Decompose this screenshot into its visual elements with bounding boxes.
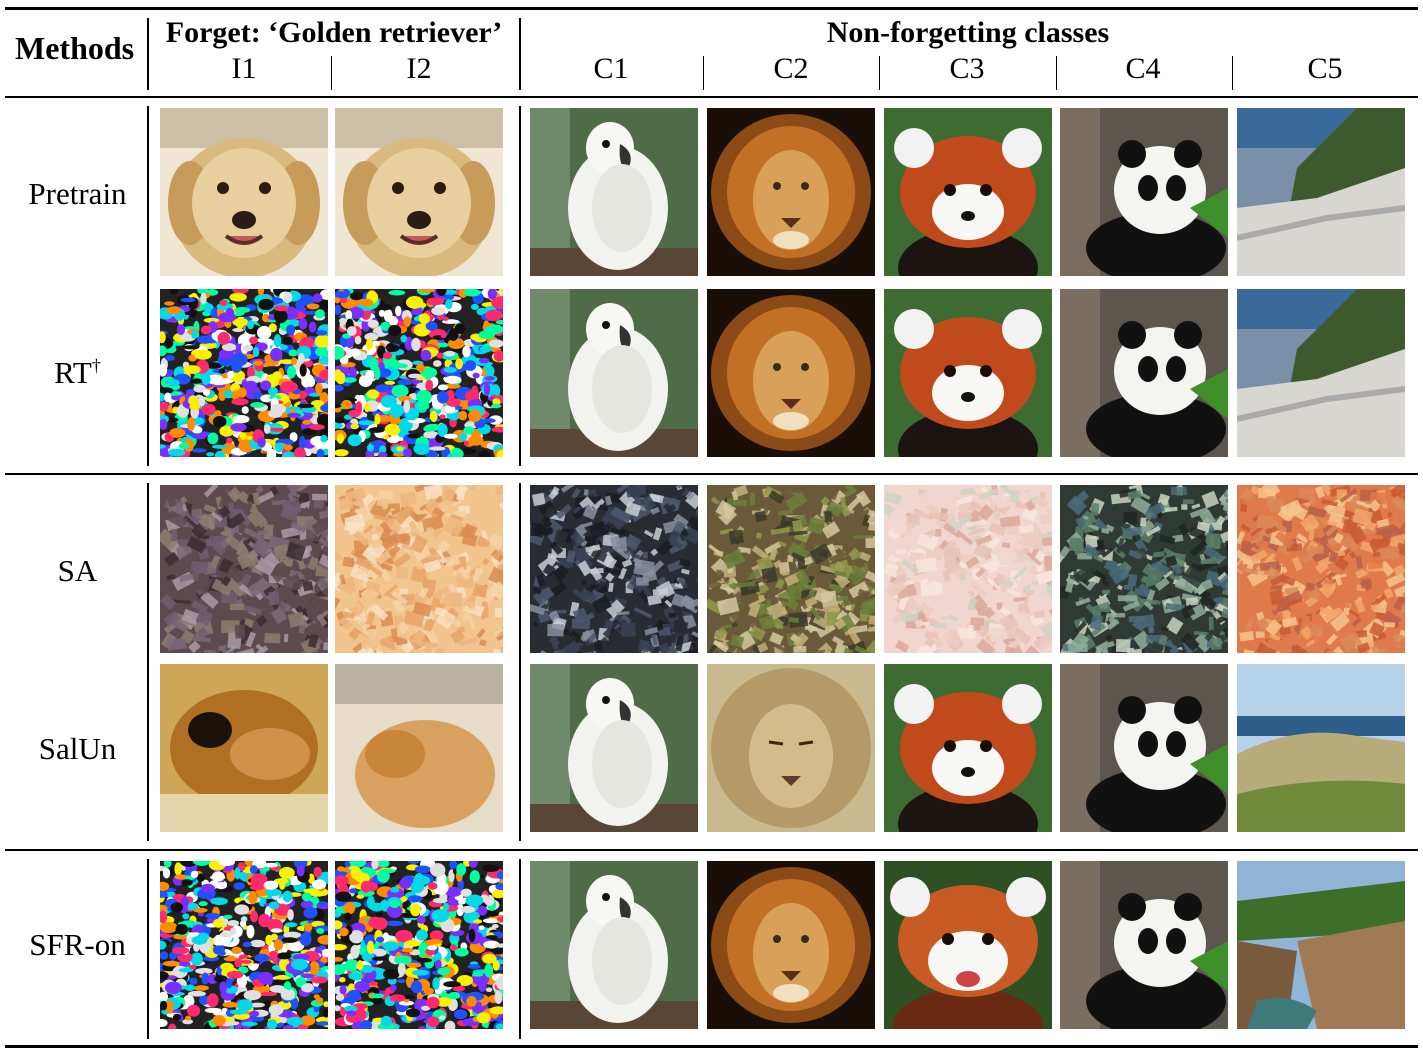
abstract-pink-image <box>884 485 1052 653</box>
sep-c4-c5 <box>1232 56 1233 90</box>
panda-image <box>1060 861 1228 1029</box>
golden-retriever-image <box>160 108 328 276</box>
header-rule <box>5 96 1418 98</box>
column-label-c4: C4 <box>1125 52 1161 85</box>
method-label-rt: RT† <box>54 355 101 390</box>
cockatoo-image <box>530 108 698 276</box>
divider-methods-g1 <box>147 106 149 466</box>
sep-i1-i2 <box>331 56 332 90</box>
golden-retriever-image <box>335 108 503 276</box>
divider-forget-g1 <box>519 106 521 466</box>
blurred-dog-image <box>160 664 328 832</box>
column-label-c1: C1 <box>593 52 629 85</box>
panda-image <box>1060 108 1228 276</box>
method-label-sfr-on: SFR-on <box>29 927 126 962</box>
group-rule-2 <box>5 849 1418 851</box>
cliff-image <box>1237 289 1405 457</box>
red-panda-open-image <box>884 861 1052 1029</box>
red-panda-image <box>884 664 1052 832</box>
coast-image <box>1237 664 1405 832</box>
cockatoo-image <box>530 861 698 1029</box>
abstract-dark-image <box>530 485 698 653</box>
column-label-c3: C3 <box>949 52 985 85</box>
dagger-mark: † <box>91 355 101 376</box>
methods-header: Methods <box>15 30 135 66</box>
lion-image <box>707 108 875 276</box>
bottom-rule <box>5 1045 1418 1048</box>
lion-image <box>707 861 875 1029</box>
red-panda-image <box>884 108 1052 276</box>
method-label-sa: SA <box>57 553 98 588</box>
abstract-purple-image <box>160 485 328 653</box>
column-label-i1: I1 <box>231 52 257 85</box>
cockatoo-image <box>530 664 698 832</box>
cliff-image <box>1237 108 1405 276</box>
sep-c3-c4 <box>1056 56 1057 90</box>
abstract-green-image <box>707 485 875 653</box>
forget-header: Forget: ‘Golden retriever’ <box>165 16 503 49</box>
abstract-peach-image <box>335 485 503 653</box>
non-forgetting-header: Non-forgetting classes <box>826 16 1110 49</box>
abstract-orange-image <box>1237 485 1405 653</box>
noise-image <box>160 289 328 457</box>
canyon-image <box>1237 861 1405 1029</box>
column-label-c2: C2 <box>773 52 809 85</box>
method-label-salun: SalUn <box>38 731 117 766</box>
divider-methods-g2 <box>147 483 149 841</box>
divider-forget-g2 <box>519 483 521 841</box>
divider-forget <box>519 18 521 90</box>
lion-pale-image <box>707 664 875 832</box>
panda-image <box>1060 664 1228 832</box>
panda-image <box>1060 289 1228 457</box>
noise-image <box>335 289 503 457</box>
column-label-c5: C5 <box>1307 52 1343 85</box>
top-rule <box>5 7 1418 10</box>
noise-image <box>160 861 328 1029</box>
column-label-i2: I2 <box>406 52 432 85</box>
divider-forget-g3 <box>519 859 521 1039</box>
divider-methods <box>147 18 149 90</box>
lion-image <box>707 289 875 457</box>
cockatoo-image <box>530 289 698 457</box>
abstract-teal-image <box>1060 485 1228 653</box>
group-rule-1 <box>5 473 1418 475</box>
sep-c1-c2 <box>703 56 704 90</box>
blurred-dog-light-image <box>335 664 503 832</box>
noise-image <box>335 861 503 1029</box>
sep-c2-c3 <box>879 56 880 90</box>
method-label-pretrain: Pretrain <box>28 176 127 211</box>
red-panda-image <box>884 289 1052 457</box>
divider-methods-g3 <box>147 859 149 1039</box>
